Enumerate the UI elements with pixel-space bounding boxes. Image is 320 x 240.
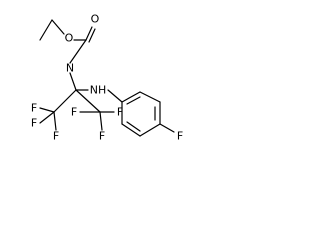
bond-cf3-left-f1 [39,107,55,113]
bond-n-ccentral [69,72,77,91]
bond-ch3-ch2 [39,19,53,41]
atom-f5: F [117,106,123,119]
ring-bond-5 [121,123,141,137]
atom-f2: F [31,117,37,130]
atom-f3: F [53,130,59,143]
bond-ring-fpara [159,123,175,133]
ring-bond-1 [121,91,141,103]
ring-bond-4 [139,123,161,137]
molecule-diagram: O O N NH F F F F F F F [31,13,183,143]
atom-nh-amine: NH [90,84,107,97]
bond-ccarbonyl-ocarbonyl [85,26,93,41]
bond-cf3-right-f6 [99,111,103,131]
atom-f6: F [99,130,105,143]
bond-cf3-left-f2 [39,111,55,124]
atom-n-carbamate: N [66,62,74,75]
structure-canvas: O O N NH F F F F F F F [0,0,205,161]
bond-cf3-left-f3 [53,111,57,131]
atom-o-ether: O [65,32,74,45]
atom-o-carbonyl: O [91,13,100,26]
atom-f4: F [71,106,77,119]
bond-ch2-oether [51,19,65,35]
atom-f1: F [31,102,37,115]
bond-ccarbonyl-n [69,39,87,64]
bond-ccarbonyl-ocarbonyl-double [88,28,96,43]
bond-ccentral-cf3-left [53,89,77,113]
ring-bond-2 [139,91,161,103]
ring-double-1 [126,96,141,105]
ring-double-3 [126,121,141,132]
bond-nh-ring [107,89,123,103]
bond-ccentral-cf3-right [75,89,101,113]
atom-f-para: F [177,130,183,143]
